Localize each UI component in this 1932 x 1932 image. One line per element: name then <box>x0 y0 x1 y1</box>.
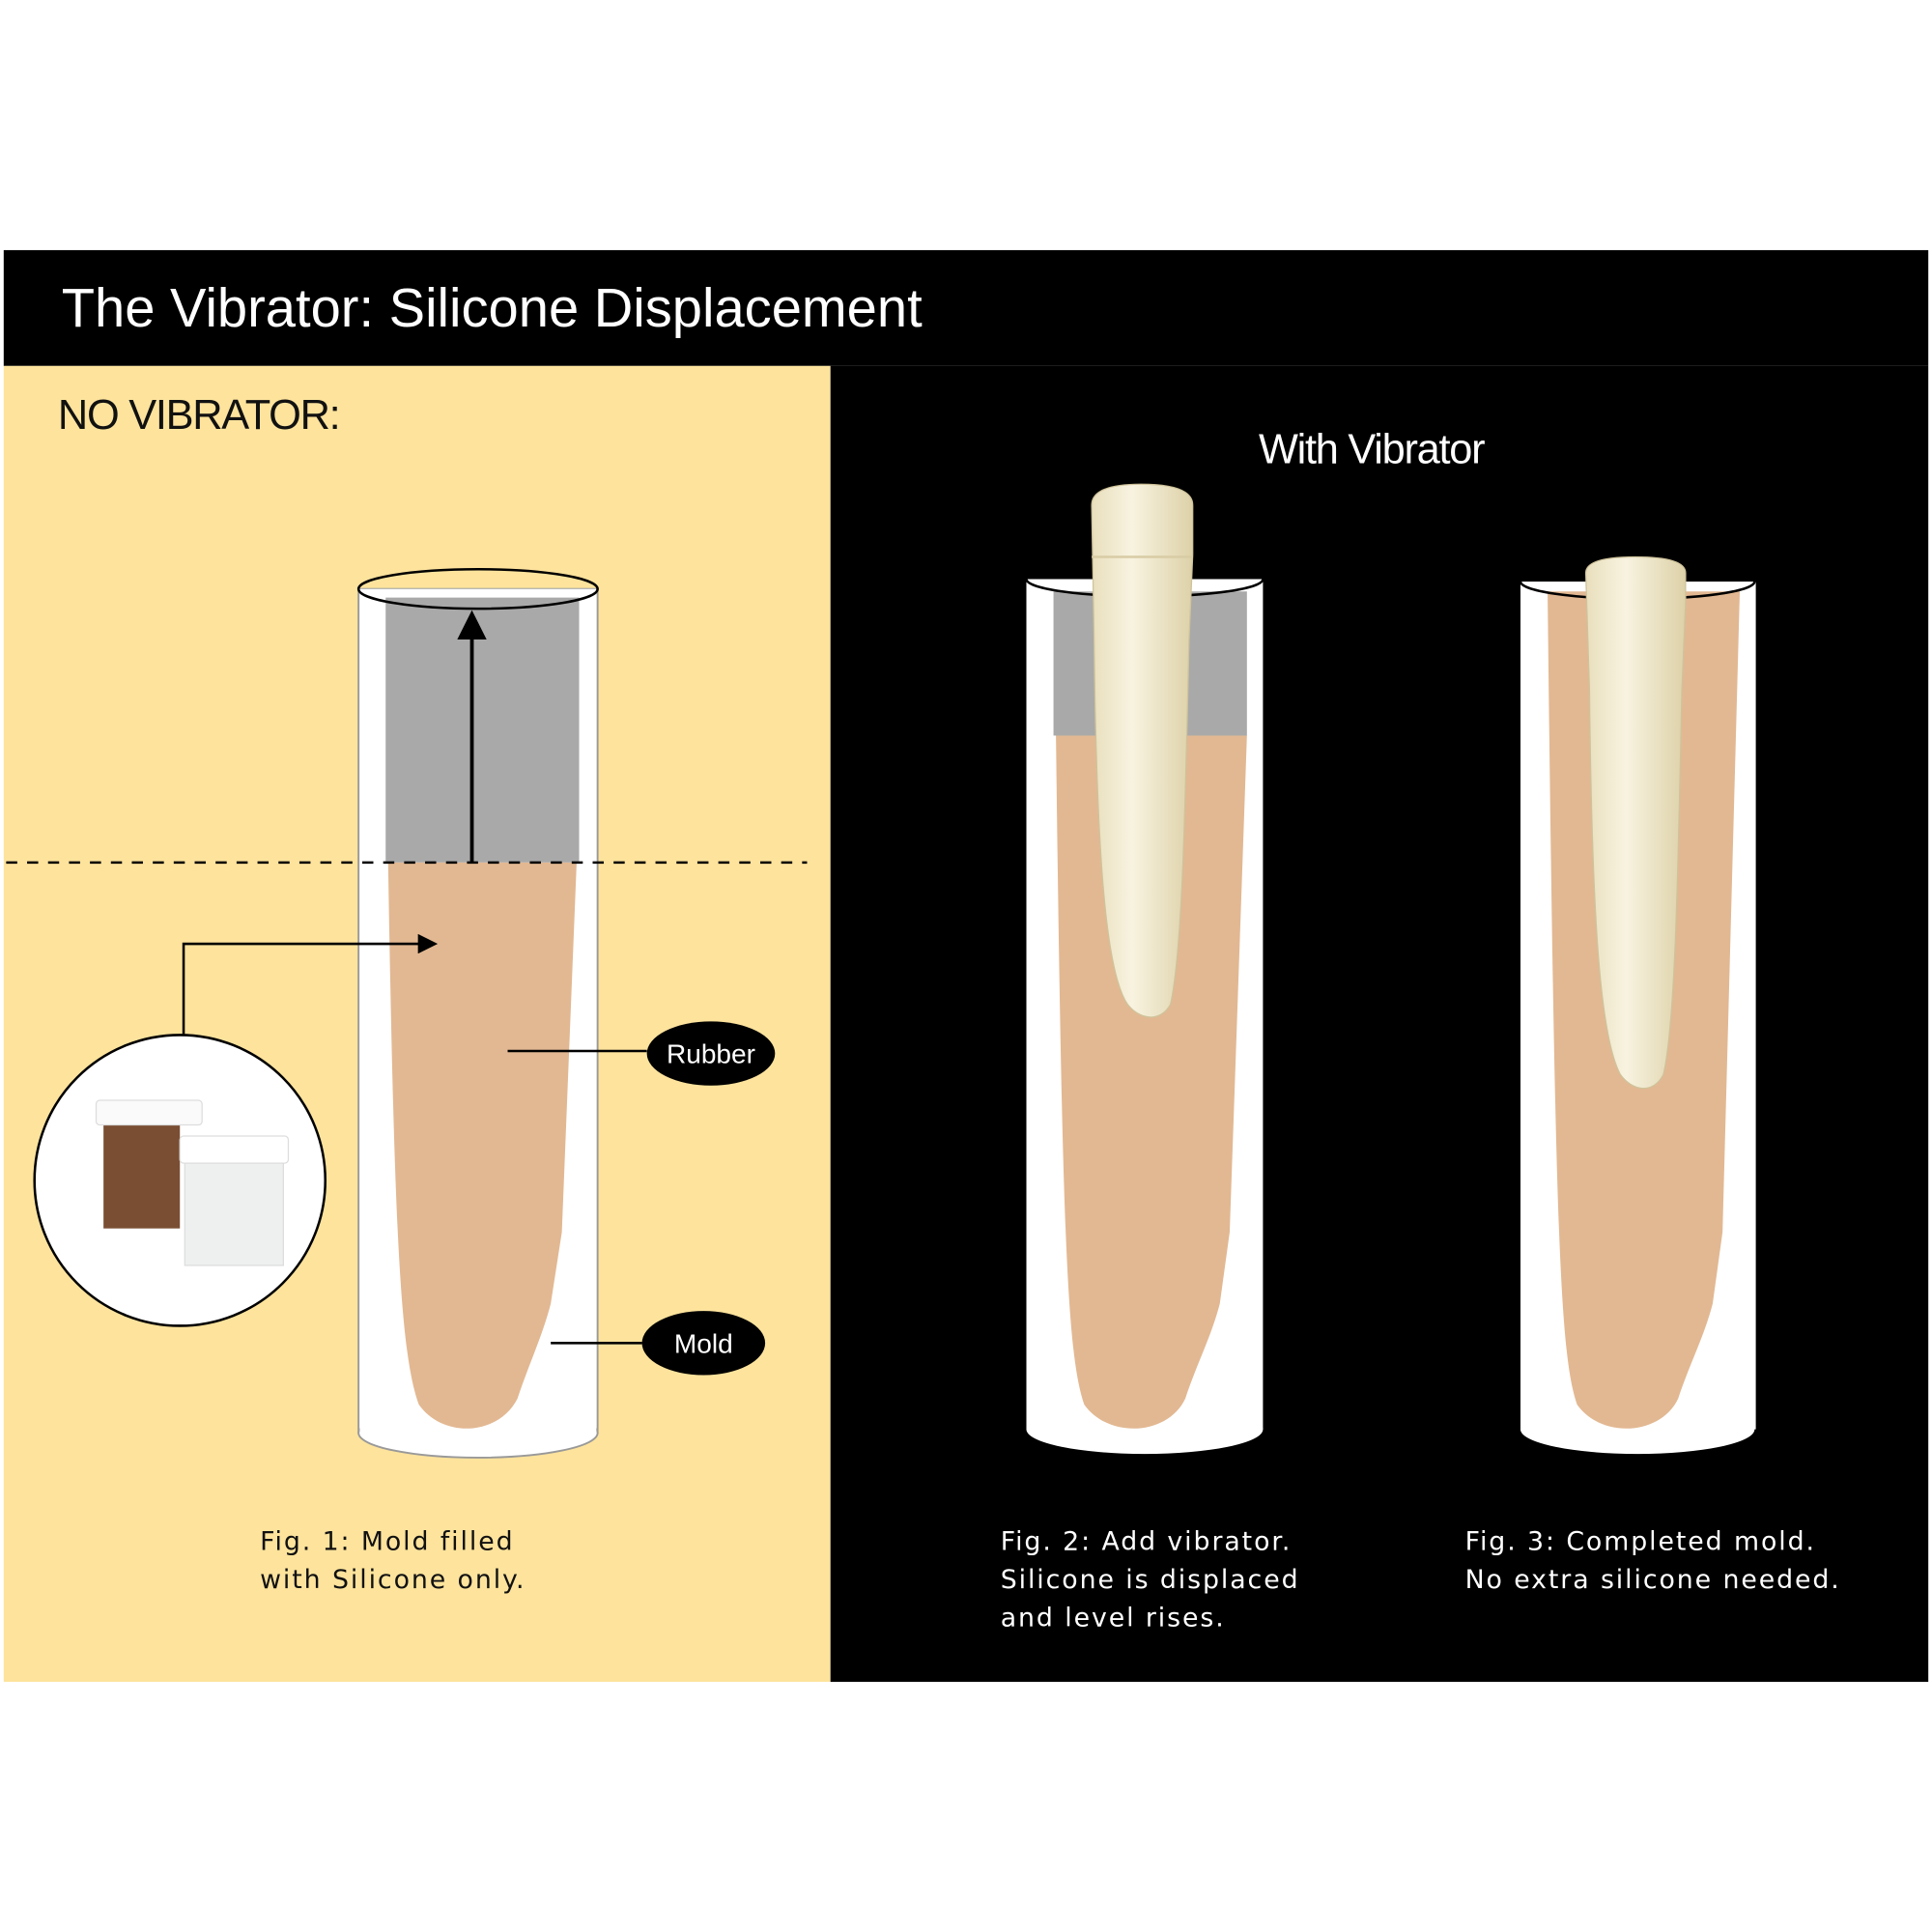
rubber-label: Rubber <box>646 1021 776 1086</box>
no-vibrator-heading: NO VIBRATOR: <box>58 392 339 439</box>
mold-cylinder-fig3 <box>1519 555 1756 1455</box>
page-title: The Vibrator: Silicone Displacement <box>62 277 923 338</box>
svg-text:Mold: Mold <box>674 1329 733 1359</box>
fig1-caption: Fig. 1: Mold filled with Silicone only. <box>260 1527 526 1596</box>
mold-cylinder-fig2 <box>1025 483 1264 1455</box>
pointer-arrow <box>182 933 439 1036</box>
with-vibrator-heading: With Vibrator <box>1259 427 1485 473</box>
title-bar <box>3 249 1929 366</box>
right-panel <box>830 365 1929 1683</box>
silicone-jars-inset <box>33 1034 327 1327</box>
fig3-caption: Fig. 3: Completed mold. No extra silicon… <box>1465 1527 1841 1596</box>
rubber-silicone <box>1056 735 1247 1429</box>
rubber-silicone <box>387 862 577 1429</box>
vibrator <box>1584 555 1687 1090</box>
mold-cylinder-fig1 <box>356 568 599 1459</box>
fig2-caption: Fig. 2: Add vibrator. Silicone is displa… <box>1001 1527 1310 1634</box>
vibrator <box>1091 483 1194 1018</box>
air-gap <box>385 597 580 863</box>
svg-text:Rubber: Rubber <box>667 1039 755 1069</box>
mold-label: Mold <box>641 1311 766 1376</box>
